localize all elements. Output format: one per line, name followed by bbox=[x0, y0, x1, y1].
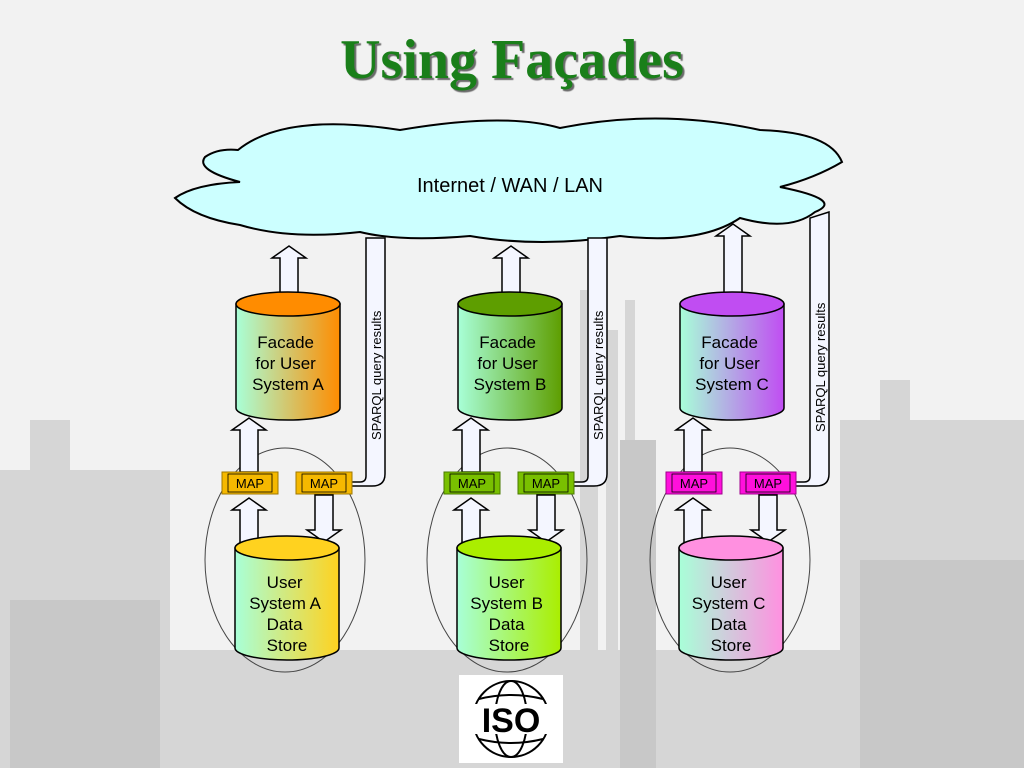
facade-a-line-3: System A bbox=[252, 375, 324, 394]
sparql-label-b: SPARQL query results bbox=[591, 310, 606, 440]
map-c-right-label: MAP bbox=[754, 476, 782, 491]
map-to-store-arrow bbox=[526, 494, 566, 543]
facade-c-line-3: System C bbox=[695, 375, 769, 394]
map-c-right: MAP bbox=[739, 471, 797, 495]
facade-up-arrow bbox=[269, 245, 309, 296]
map-c-left-label: MAP bbox=[680, 476, 708, 491]
store-a-line-3: Data bbox=[267, 615, 303, 634]
sparql-label-c: SPARQL query results bbox=[813, 302, 828, 432]
store-b-line-1: User bbox=[489, 573, 525, 592]
store-b-line-3: Data bbox=[489, 615, 525, 634]
map-a-left: MAP bbox=[221, 471, 279, 495]
store-a-line-2: System A bbox=[249, 594, 321, 613]
map-a-left-label: MAP bbox=[236, 476, 264, 491]
system-b: Facade for User System B SPARQL query re… bbox=[426, 237, 608, 673]
svg-text:Facade for User: Facade for User System B bbox=[474, 333, 547, 394]
map-to-store-arrow bbox=[748, 494, 788, 543]
iso-logo: ISO bbox=[459, 675, 563, 763]
store-b-cylinder: User System B Data Store bbox=[456, 535, 562, 661]
facade-b-cylinder: Facade for User System B bbox=[457, 291, 563, 421]
page-title: Using Façades bbox=[340, 29, 684, 91]
map-a-right: MAP bbox=[295, 471, 353, 495]
facade-up-arrow bbox=[713, 223, 753, 296]
facade-a-cylinder: Facade for User System A bbox=[235, 291, 341, 421]
system-a: Facade for User System A SPARQL query re… bbox=[204, 237, 386, 673]
map-to-store-arrow bbox=[304, 494, 344, 543]
facade-b-line-2: for User bbox=[477, 354, 538, 373]
store-c-line-1: User bbox=[711, 573, 747, 592]
facade-c-cylinder: Facade for User System C bbox=[679, 291, 785, 421]
sparql-label-a: SPARQL query results bbox=[369, 310, 384, 440]
network-cloud bbox=[173, 117, 844, 243]
map-a-right-label: MAP bbox=[310, 476, 338, 491]
store-a-line-1: User bbox=[267, 573, 303, 592]
map-b-left: MAP bbox=[443, 471, 501, 495]
system-a-boundary bbox=[204, 447, 366, 673]
store-c-cylinder: User System C Data Store bbox=[678, 535, 784, 661]
network-label: Internet / WAN / LAN bbox=[417, 175, 603, 197]
store-a-cylinder: User System A Data Store bbox=[234, 535, 340, 661]
map-b-right: MAP bbox=[517, 471, 575, 495]
facade-b-line-3: System B bbox=[474, 375, 547, 394]
store-c-line-3: Data bbox=[711, 615, 747, 634]
facade-a-line-1: Facade bbox=[257, 333, 314, 352]
system-c: Facade for User System C SPARQL query re… bbox=[649, 210, 830, 673]
map-to-facade-arrow bbox=[451, 417, 491, 473]
map-to-facade-arrow bbox=[229, 417, 269, 473]
system-c-boundary bbox=[649, 447, 811, 673]
store-c-line-2: System C bbox=[692, 594, 766, 613]
facade-c-line-1: Facade bbox=[701, 333, 758, 352]
store-b-line-2: System B bbox=[470, 594, 543, 613]
svg-text:User System A: User System A Data Store bbox=[249, 573, 325, 655]
facade-b-line-1: Facade bbox=[479, 333, 536, 352]
svg-text:User System B: User System B Data Store bbox=[470, 573, 547, 655]
map-to-facade-arrow bbox=[673, 417, 713, 473]
map-b-left-label: MAP bbox=[458, 476, 486, 491]
iso-logo-text: ISO bbox=[482, 702, 541, 740]
map-c-left: MAP bbox=[665, 471, 723, 495]
svg-text:Facade for User: Facade for User System A bbox=[252, 333, 324, 394]
map-b-right-label: MAP bbox=[532, 476, 560, 491]
store-a-line-4: Store bbox=[267, 636, 308, 655]
facade-up-arrow bbox=[491, 245, 531, 296]
store-c-line-4: Store bbox=[711, 636, 752, 655]
store-b-line-4: Store bbox=[489, 636, 530, 655]
facade-a-line-2: for User bbox=[255, 354, 316, 373]
svg-text:User System C: User System C Data Store bbox=[692, 573, 770, 655]
svg-text:Facade for User: Facade for User System C bbox=[695, 333, 769, 394]
system-b-boundary bbox=[426, 447, 588, 673]
facade-c-line-2: for User bbox=[699, 354, 760, 373]
